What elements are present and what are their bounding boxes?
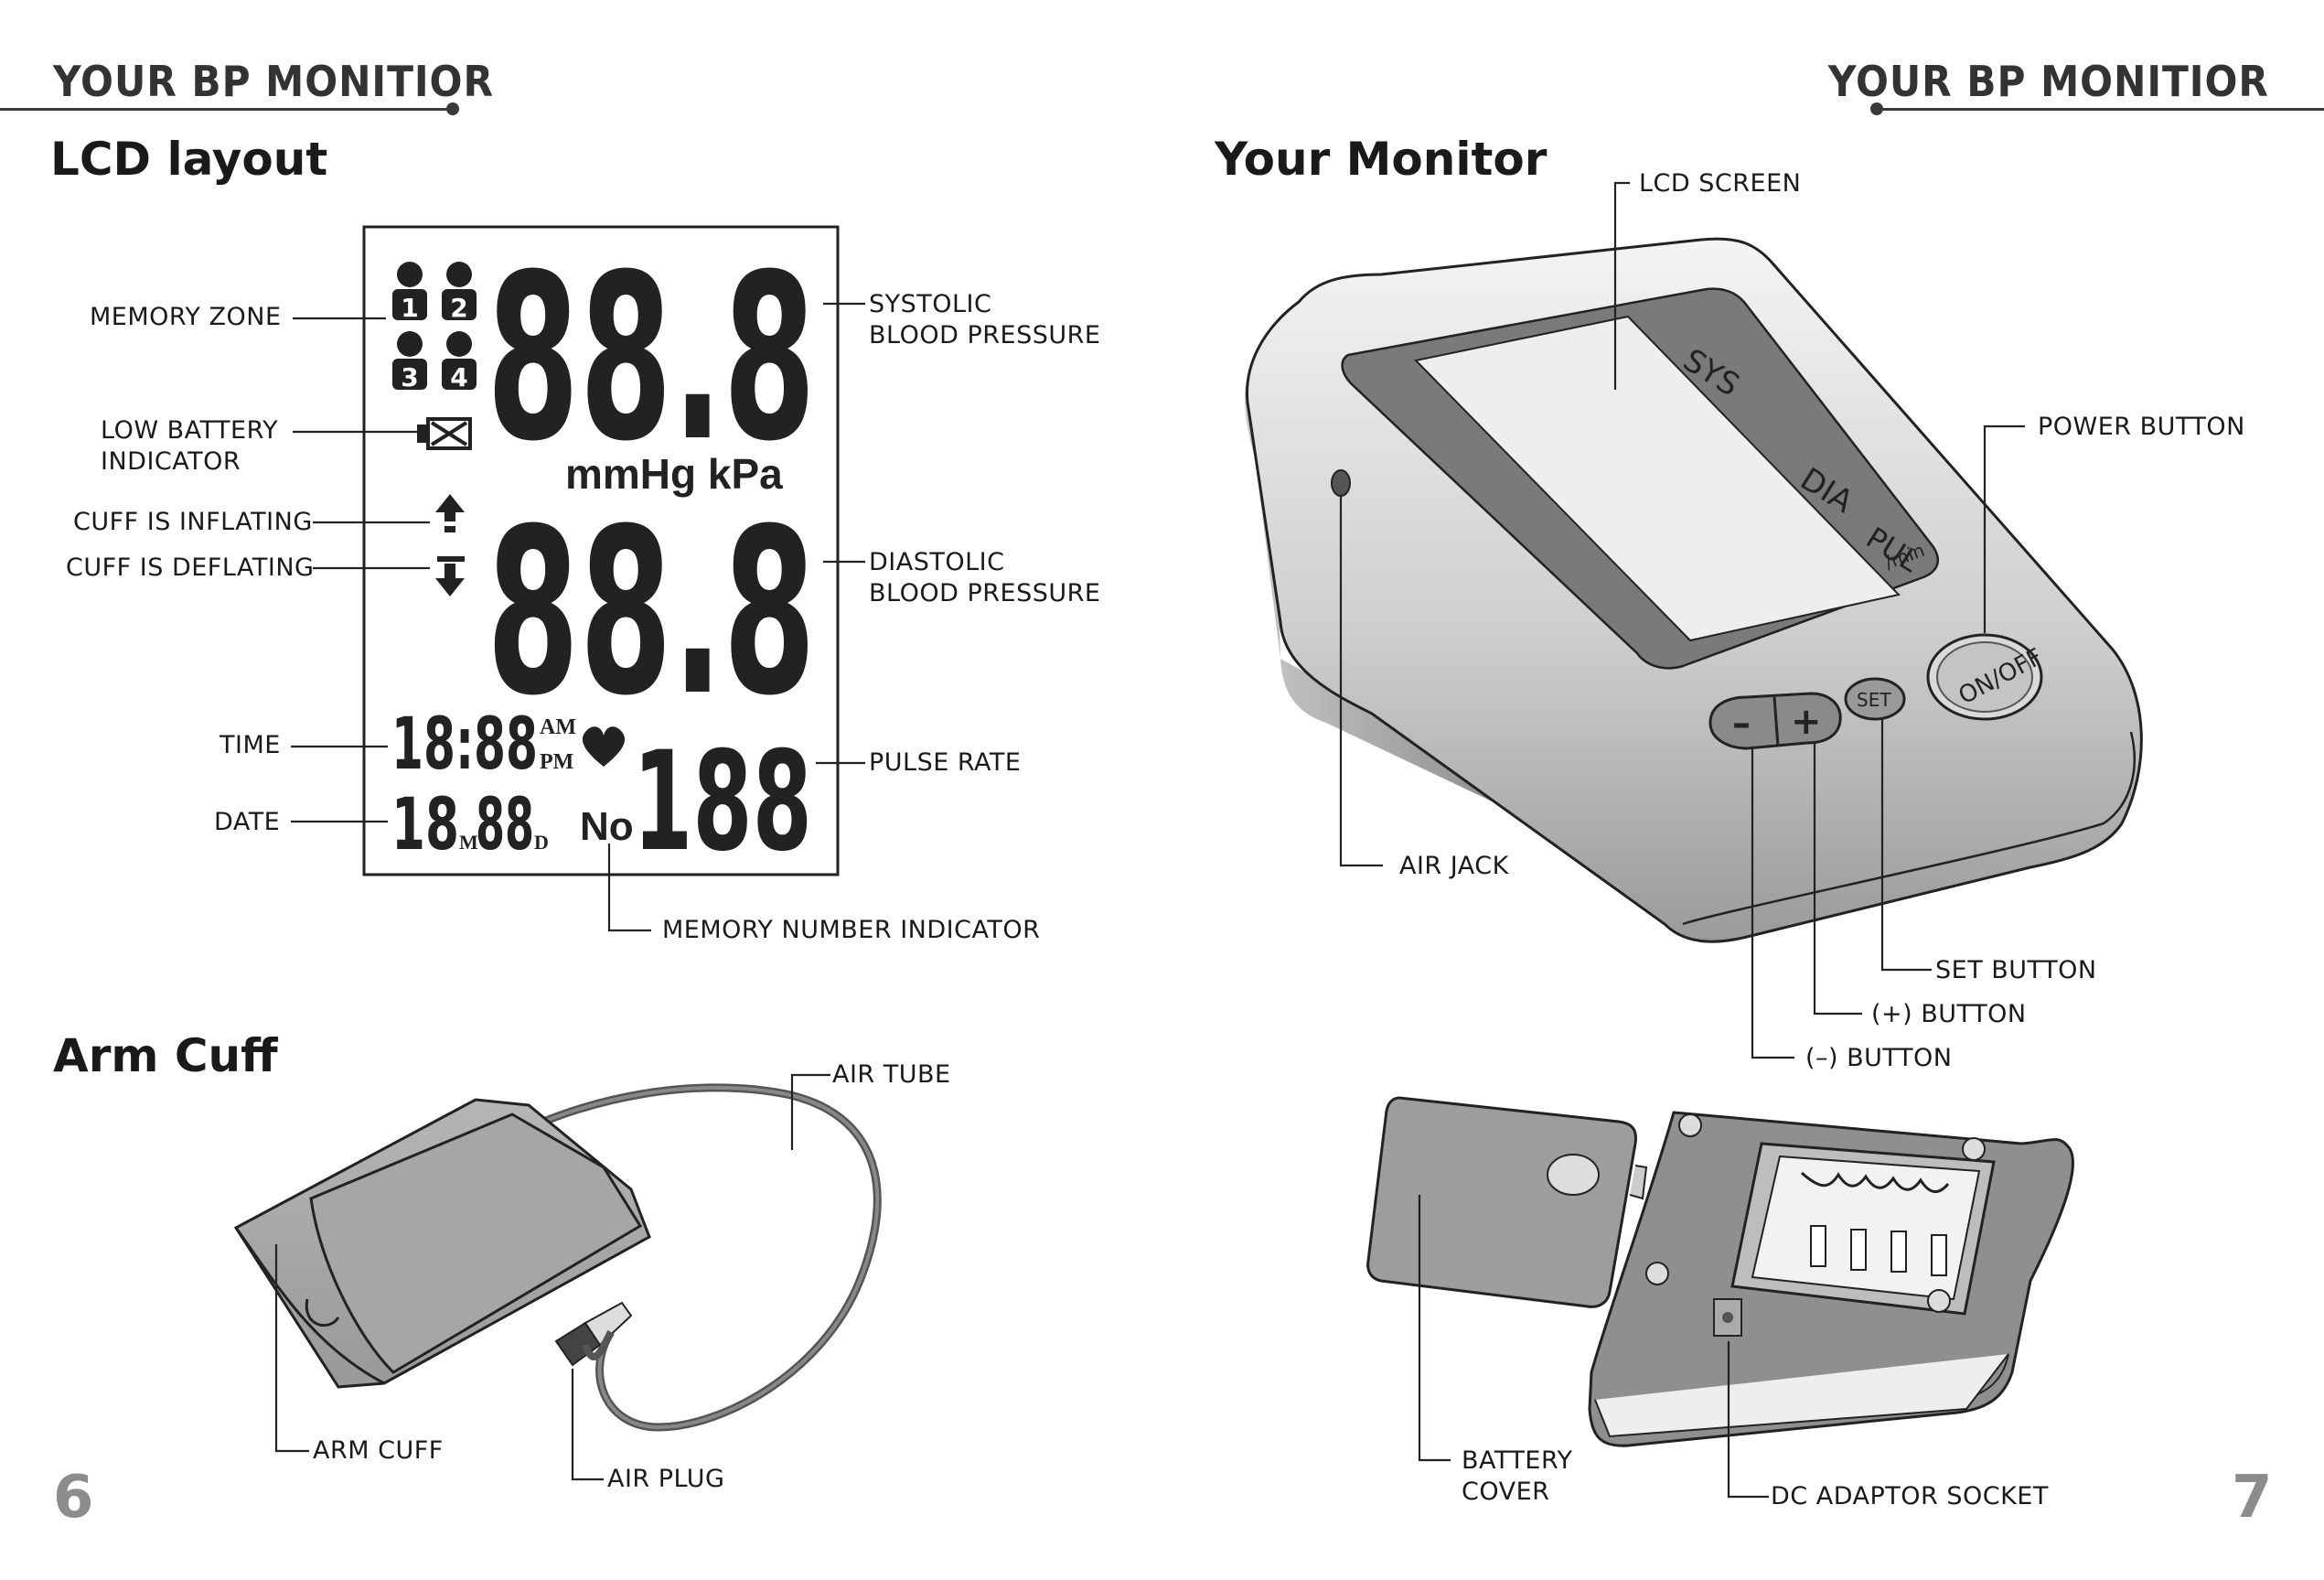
label-lcd-screen: LCD SCREEN bbox=[1639, 169, 1802, 198]
date-day-digits: 88 bbox=[476, 784, 534, 866]
arm-cuff-drawing bbox=[233, 1073, 882, 1481]
battery-cover-latch bbox=[1547, 1154, 1600, 1196]
label-air-plug: AIR PLUG bbox=[607, 1465, 725, 1493]
dc-socket-shape bbox=[1713, 1298, 1742, 1337]
label-cuff-inflating: CUFF IS INFLATING bbox=[73, 508, 313, 536]
memory-user-4: 4 bbox=[450, 362, 467, 392]
battery-cells bbox=[1810, 1225, 1947, 1276]
label-memory-number: MEMORY NUMBER INDICATOR bbox=[662, 916, 1041, 944]
label-battery-cover: BATTERY COVER bbox=[1462, 1446, 1573, 1508]
page-number-right: 7 bbox=[2232, 1464, 2273, 1532]
date-month-digits: 18 bbox=[391, 784, 459, 866]
label-arm-cuff: ARM CUFF bbox=[313, 1436, 444, 1465]
pm-label: PM bbox=[540, 750, 573, 774]
header-title-left: YOUR BP MONITIOR bbox=[53, 57, 494, 106]
diastolic-digits: 88.8 bbox=[487, 479, 816, 746]
label-air-jack: AIR JACK bbox=[1399, 852, 1509, 880]
label-dc-adaptor-socket: DC ADAPTOR SOCKET bbox=[1771, 1482, 2049, 1510]
header-dot-right bbox=[1870, 102, 1883, 115]
label-set-button: SET BUTTON bbox=[1935, 956, 2097, 984]
device-minus-label: – bbox=[1732, 703, 1751, 745]
time-digits: 18:88 bbox=[391, 704, 538, 786]
label-systolic-line1: SYSTOLIC bbox=[869, 290, 992, 318]
lcd-digits: 88.8 88.8 mmHg kPa 18:88 AM PM 18 M 88 D… bbox=[391, 225, 816, 882]
memory-user-icons bbox=[392, 262, 477, 390]
label-battery-cover-line2: COVER bbox=[1462, 1478, 1550, 1506]
device-buttons: ON/OFF SET – + bbox=[1708, 633, 2047, 750]
device-plus-label: + bbox=[1791, 701, 1822, 743]
memory-user-3: 3 bbox=[401, 362, 418, 392]
page-number-left: 6 bbox=[53, 1464, 94, 1532]
low-battery-icon bbox=[417, 417, 472, 450]
device-set-label: SET bbox=[1857, 689, 1891, 711]
lcd-leader-lines bbox=[291, 302, 865, 932]
air-plug-icon bbox=[554, 1301, 633, 1367]
heart-icon bbox=[582, 726, 626, 767]
your-monitor-title: Your Monitor bbox=[1215, 133, 1548, 186]
label-systolic-line2: BLOOD PRESSURE bbox=[869, 321, 1101, 349]
label-systolic: SYSTOLIC BLOOD PRESSURE bbox=[869, 289, 1100, 351]
memory-user-2: 2 bbox=[450, 293, 467, 323]
memory-user-1: 1 bbox=[401, 293, 418, 323]
monitor-drawing: SYS DIA PUL /min ON/OFF SET – + bbox=[1244, 181, 2143, 1059]
label-diastolic: DIASTOLIC BLOOD PRESSURE bbox=[869, 547, 1100, 609]
label-power-button: POWER BUTTON bbox=[2038, 413, 2245, 441]
cuff-deflating-icon bbox=[435, 556, 465, 597]
label-diastolic-line1: DIASTOLIC bbox=[869, 548, 1005, 576]
label-minus-button: (–) BUTTON bbox=[1805, 1044, 1953, 1072]
systolic-digits: 88.8 bbox=[487, 225, 816, 491]
label-plus-button: (+) BUTTON bbox=[1871, 1000, 2027, 1028]
date-d-label: D bbox=[534, 831, 549, 854]
label-memory-zone: MEMORY ZONE bbox=[90, 303, 282, 331]
battery-underside-drawing bbox=[1366, 1096, 2074, 1499]
no-label: No bbox=[580, 804, 634, 849]
arm-cuff-title: Arm Cuff bbox=[53, 1029, 278, 1082]
label-time: TIME bbox=[220, 731, 281, 759]
cuff-inflating-icon bbox=[435, 494, 465, 532]
date-m-label: M bbox=[459, 831, 478, 854]
label-pulse-rate: PULSE RATE bbox=[869, 748, 1022, 777]
label-low-battery-line1: LOW BATTERY bbox=[101, 416, 279, 445]
am-label: AM bbox=[540, 715, 576, 739]
header-dot-left bbox=[446, 102, 459, 115]
label-air-tube: AIR TUBE bbox=[832, 1060, 951, 1089]
label-date: DATE bbox=[214, 808, 281, 836]
lcd-layout-title: LCD layout bbox=[50, 133, 328, 186]
label-diastolic-line2: BLOOD PRESSURE bbox=[869, 579, 1101, 607]
set-button-shape bbox=[1844, 677, 1906, 721]
lcd-diagram: 1 2 3 4 88.8 88.8 mmHg kPa 18:88 AM PM bbox=[291, 225, 865, 932]
pulse-digits: 188 bbox=[633, 723, 812, 882]
label-low-battery-line2: INDICATOR bbox=[101, 447, 241, 476]
units-label: mmHg kPa bbox=[565, 450, 783, 498]
air-jack-port bbox=[1331, 469, 1351, 497]
header-title-right: YOUR BP MONITIOR bbox=[1828, 57, 2269, 106]
lcd-frame bbox=[362, 225, 840, 876]
header-rule-left bbox=[0, 108, 450, 111]
label-battery-cover-line1: BATTERY bbox=[1462, 1446, 1573, 1475]
label-cuff-deflating: CUFF IS DEFLATING bbox=[66, 554, 315, 582]
label-low-battery: LOW BATTERY INDICATOR bbox=[101, 415, 278, 478]
header-rule-right bbox=[1877, 108, 2324, 111]
